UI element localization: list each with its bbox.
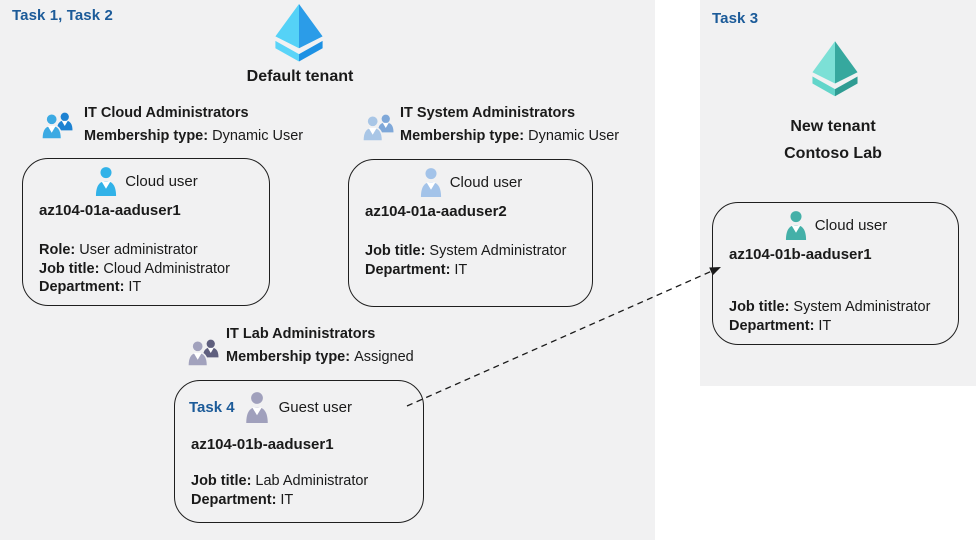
card-head: Task 4 Guest user <box>175 391 423 423</box>
new-tenant-user-card: Cloud user az104-01b-aaduser1 Job title:… <box>712 202 959 345</box>
field-department: Department:IT <box>729 317 930 336</box>
field-label: Job title: <box>39 260 100 277</box>
cloud-user-icon <box>420 168 441 197</box>
group-people-icon <box>187 339 219 367</box>
username: az104-01b-aaduser1 <box>191 436 334 453</box>
username: az104-01a-aaduser2 <box>365 203 507 220</box>
field-job-title: Job title:System Administrator <box>365 242 566 261</box>
field-department: Department:IT <box>39 278 230 297</box>
cloud-user-icon <box>785 211 806 240</box>
field-label: Department: <box>365 261 451 278</box>
user-type-label: Cloud user <box>814 216 888 234</box>
new-tenant-title-line2: Contoso Lab <box>784 145 882 162</box>
user-type-label: Cloud user <box>449 173 523 191</box>
card-head: Cloud user <box>23 166 269 196</box>
membership-value: Dynamic User <box>528 128 620 144</box>
card-head: Cloud user <box>713 210 958 240</box>
field-value: Lab Administrator <box>255 473 369 489</box>
new-tenant-title-line1: New tenant <box>790 118 876 135</box>
field-department: Department:IT <box>365 261 566 280</box>
membership-value: Dynamic User <box>212 128 304 144</box>
default-tenant-title: Default tenant <box>246 68 354 85</box>
user-fields: Job title:System Administrator Departmen… <box>729 298 930 335</box>
user-fields: Job title:System Administrator Departmen… <box>365 242 566 279</box>
field-job-title: Job title:System Administrator <box>729 298 930 317</box>
group-name: IT System Administrators <box>400 105 576 121</box>
field-value: User administrator <box>79 242 198 258</box>
field-value: IT <box>280 491 294 508</box>
group-membership: Membership type:Dynamic User <box>400 128 619 144</box>
username: az104-01b-aaduser1 <box>729 246 872 263</box>
task-3-label: Task 3 <box>712 10 759 27</box>
field-department: Department:IT <box>191 491 368 510</box>
default-tenant-panel <box>0 0 655 540</box>
user-fields: Role:User administrator Job title:Cloud … <box>39 241 230 297</box>
field-role: Role:User administrator <box>39 241 230 260</box>
field-label: Department: <box>39 279 125 295</box>
field-label: Job title: <box>191 473 252 489</box>
membership-value: Assigned <box>354 349 414 365</box>
group-people-icon <box>362 114 394 142</box>
azure-ad-new-tenant-icon <box>812 41 858 97</box>
cloud-user-icon <box>96 167 117 196</box>
field-value: IT <box>128 279 142 295</box>
field-label: Job title: <box>365 243 426 259</box>
membership-label: Membership type: <box>400 128 525 144</box>
field-job-title: Job title:Lab Administrator <box>191 472 368 491</box>
group-people-icon <box>41 112 73 140</box>
guest-user-icon <box>245 392 268 423</box>
user-type-label: Cloud user <box>125 172 198 190</box>
azure-ad-tenant-icon <box>275 3 323 62</box>
group-name: IT Cloud Administrators <box>84 105 249 121</box>
username: az104-01a-aaduser1 <box>39 202 181 219</box>
field-value: System Administrator <box>429 243 567 259</box>
field-value: IT <box>454 261 468 278</box>
field-label: Department: <box>729 317 815 334</box>
group-membership: Membership type:Assigned <box>226 349 414 365</box>
guest-user-card: Task 4 Guest user az104-01b-aaduser1 Job… <box>174 380 424 523</box>
membership-label: Membership type: <box>226 349 351 365</box>
user-card-aaduser2: Cloud user az104-01a-aaduser2 Job title:… <box>348 159 593 307</box>
field-label: Department: <box>191 491 277 508</box>
field-label: Job title: <box>729 299 790 315</box>
field-label: Role: <box>39 242 76 258</box>
card-head: Cloud user <box>349 167 592 197</box>
group-name: IT Lab Administrators <box>226 326 376 342</box>
field-value: Cloud Administrator <box>103 260 230 277</box>
field-value: System Administrator <box>793 299 931 315</box>
user-type-label: Guest user <box>278 398 352 416</box>
group-membership: Membership type:Dynamic User <box>84 128 303 144</box>
task-4-label: Task 4 <box>189 398 235 416</box>
field-job-title: Job title:Cloud Administrator <box>39 260 230 279</box>
membership-label: Membership type: <box>84 128 209 144</box>
task-1-2-label: Task 1, Task 2 <box>12 7 113 24</box>
user-card-aaduser1: Cloud user az104-01a-aaduser1 Role:User … <box>22 158 270 306</box>
user-fields: Job title:Lab Administrator Department:I… <box>191 472 368 509</box>
field-value: IT <box>818 317 832 334</box>
